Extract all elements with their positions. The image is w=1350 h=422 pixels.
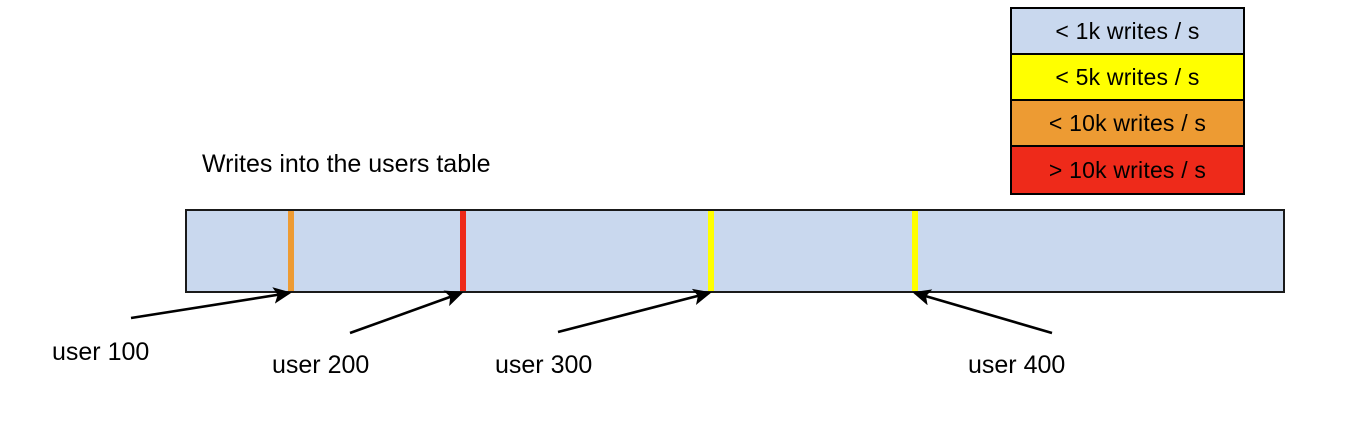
legend: < 1k writes / s < 5k writes / s < 10k wr…	[1010, 7, 1245, 195]
callout-arrow-user-400	[912, 289, 1053, 335]
legend-item-label: > 10k writes / s	[1048, 156, 1207, 183]
legend-item-lt-1k: < 1k writes / s	[1012, 9, 1243, 55]
callout-label-user-100: user 100	[52, 338, 150, 366]
legend-item-label: < 10k writes / s	[1048, 109, 1207, 136]
user-300-stripe	[708, 211, 714, 291]
legend-item-lt-10k: < 10k writes / s	[1012, 101, 1243, 147]
user-100-stripe	[288, 211, 294, 291]
users-table-bar	[185, 209, 1285, 293]
legend-item-label: < 1k writes / s	[1055, 17, 1200, 44]
callout-label-user-200: user 200	[272, 351, 370, 379]
legend-item-gt-10k: > 10k writes / s	[1012, 147, 1243, 193]
user-400-stripe	[912, 211, 918, 291]
legend-item-lt-5k: < 5k writes / s	[1012, 55, 1243, 101]
callout-label-user-400: user 400	[968, 351, 1066, 379]
user-200-stripe	[460, 211, 466, 291]
callout-arrow-user-100	[130, 287, 292, 320]
callout-arrow-user-200	[349, 290, 464, 335]
callout-label-user-300: user 300	[495, 351, 593, 379]
legend-item-label: < 5k writes / s	[1055, 63, 1200, 90]
chart-title: Writes into the users table	[202, 150, 491, 178]
callout-arrow-user-300	[557, 288, 712, 334]
